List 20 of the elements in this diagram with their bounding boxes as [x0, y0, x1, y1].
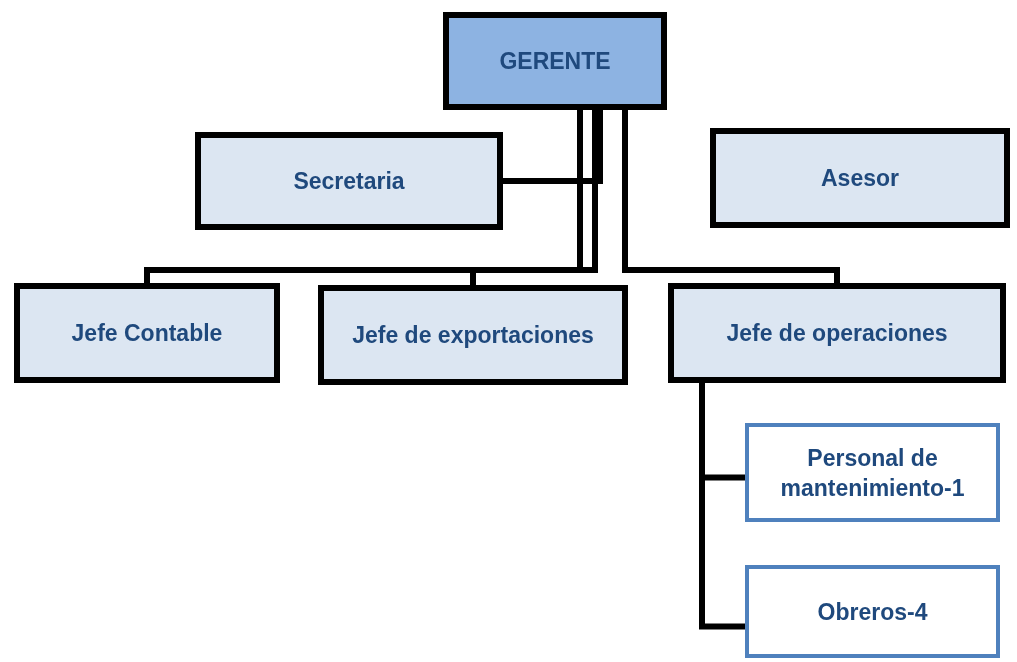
- org-box: [745, 565, 1000, 658]
- role-title: GERENTE: [499, 47, 611, 76]
- org-box: [195, 132, 503, 230]
- org-box: [443, 12, 667, 110]
- role-title: Jefe de exportaciones: [352, 321, 594, 350]
- role-title: Obreros-4: [817, 597, 928, 627]
- org-box: [745, 423, 1000, 522]
- connector-line: [622, 110, 840, 283]
- role-title: Jefe Contable: [71, 319, 223, 348]
- connector-line: [144, 110, 583, 283]
- role-title: Jefe de operaciones: [726, 319, 948, 348]
- org-box: [318, 285, 628, 385]
- org-box: [710, 128, 1010, 228]
- org-box: [14, 283, 280, 383]
- role-title: Asesor: [821, 164, 899, 193]
- connector-line: [470, 110, 598, 285]
- role-title: Personal de mantenimiento-1: [779, 443, 966, 503]
- org-box: [668, 283, 1006, 383]
- role-title: Secretaria: [293, 167, 405, 196]
- connector-line: [503, 110, 603, 184]
